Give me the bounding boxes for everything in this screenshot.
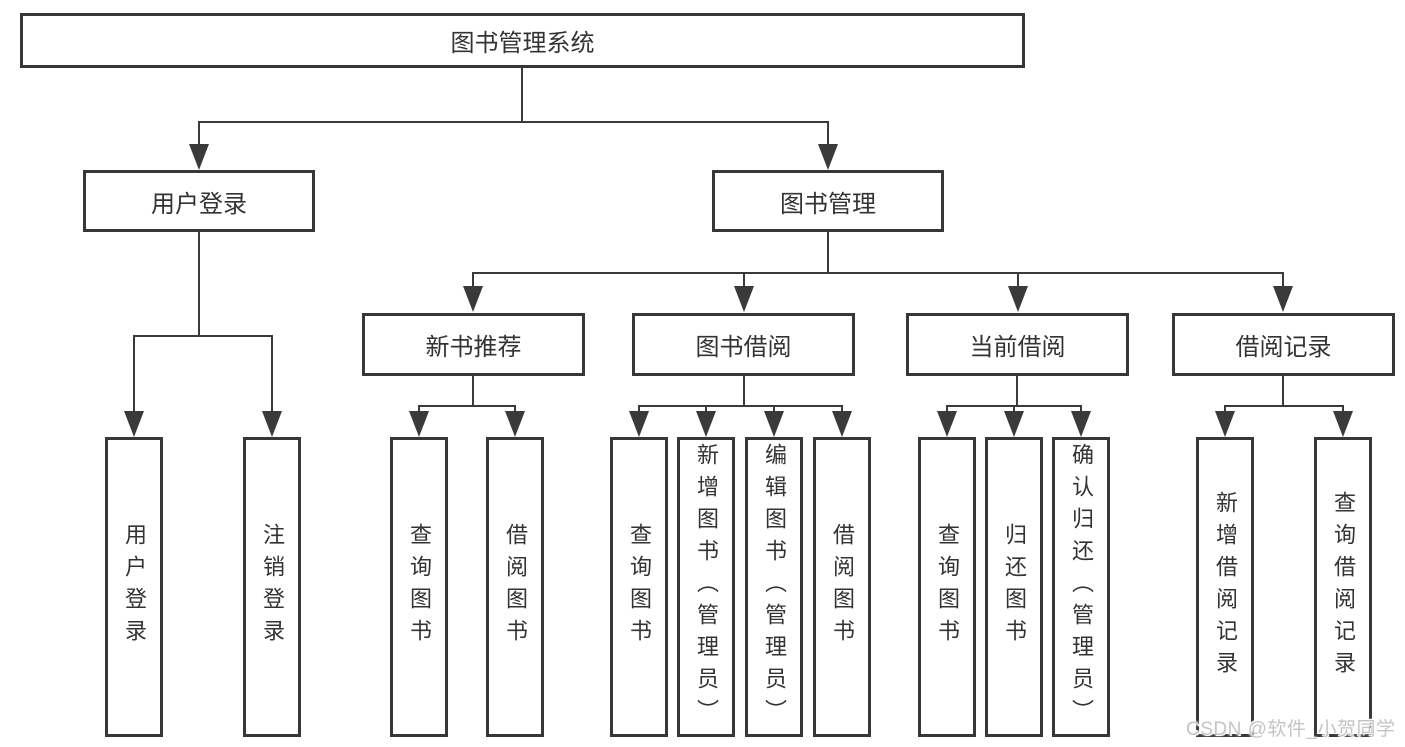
node-label: 借阅图书	[830, 523, 855, 651]
arrow-down-icon	[764, 411, 784, 437]
arrow-down-icon	[1008, 286, 1028, 312]
arrow-down-icon	[818, 144, 838, 170]
arrow-down-icon	[832, 411, 852, 437]
arrow-down-icon	[1333, 411, 1353, 437]
csdn-watermark: CSDN @软件_小贺同学	[1186, 719, 1396, 740]
node-user-login: 用户登录	[105, 437, 163, 737]
node-book-management-branch: 图书管理	[712, 170, 944, 232]
node-label: 借阅图书	[503, 523, 528, 651]
arrow-down-icon	[696, 411, 716, 437]
node-borrow-books-recommend: 借阅图书	[486, 437, 544, 737]
node-logout: 注销登录	[243, 437, 301, 737]
arrow-down-icon	[124, 411, 144, 437]
node-label: 新增借阅记录	[1213, 491, 1238, 683]
node-label: 查询图书	[935, 523, 960, 651]
arrow-down-icon	[409, 411, 429, 437]
arrow-down-icon	[629, 411, 649, 437]
node-label: 查询图书	[407, 523, 432, 651]
node-query-borrow-record: 查询借阅记录	[1314, 437, 1372, 737]
node-add-borrow-record: 新增借阅记录	[1196, 437, 1254, 737]
arrow-down-icon	[1004, 411, 1024, 437]
arrow-down-icon	[189, 144, 209, 170]
arrow-down-icon	[937, 411, 957, 437]
node-edit-book-admin: 编辑图书（管理员）	[745, 437, 803, 737]
arrow-down-icon	[734, 286, 754, 312]
node-label: 查询借阅记录	[1331, 491, 1356, 683]
node-return-book: 归还图书	[985, 437, 1043, 737]
node-borrow-books: 借阅图书	[813, 437, 871, 737]
node-label: 归还图书	[1002, 523, 1027, 651]
node-label: 用户登录	[122, 523, 147, 651]
arrow-down-icon	[1071, 411, 1091, 437]
node-borrowing-records: 借阅记录	[1172, 313, 1395, 376]
arrow-down-icon	[463, 286, 483, 312]
arrow-down-icon	[1215, 411, 1235, 437]
arrow-down-icon	[262, 411, 282, 437]
node-label: 注销登录	[260, 523, 285, 651]
node-new-book-recommendation: 新书推荐	[362, 313, 585, 376]
node-query-books-current: 查询图书	[918, 437, 976, 737]
node-user-login-branch: 用户登录	[83, 170, 315, 232]
node-label: 查询图书	[627, 523, 652, 651]
node-current-borrowing: 当前借阅	[906, 313, 1129, 376]
node-library-management-system: 图书管理系统	[20, 13, 1025, 68]
arrow-down-icon	[1273, 286, 1293, 312]
arrow-down-icon	[505, 411, 525, 437]
node-label: 确认归还（管理员）	[1069, 443, 1094, 731]
node-add-book-admin: 新增图书（管理员）	[677, 437, 735, 737]
node-confirm-return-admin: 确认归还（管理员）	[1052, 437, 1110, 737]
node-query-books-borrowing: 查询图书	[610, 437, 668, 737]
node-label: 新增图书（管理员）	[694, 443, 719, 731]
node-query-books-recommend: 查询图书	[390, 437, 448, 737]
node-book-borrowing: 图书借阅	[632, 313, 855, 376]
node-label: 编辑图书（管理员）	[762, 443, 787, 731]
arrowhead-icons	[124, 144, 1353, 437]
